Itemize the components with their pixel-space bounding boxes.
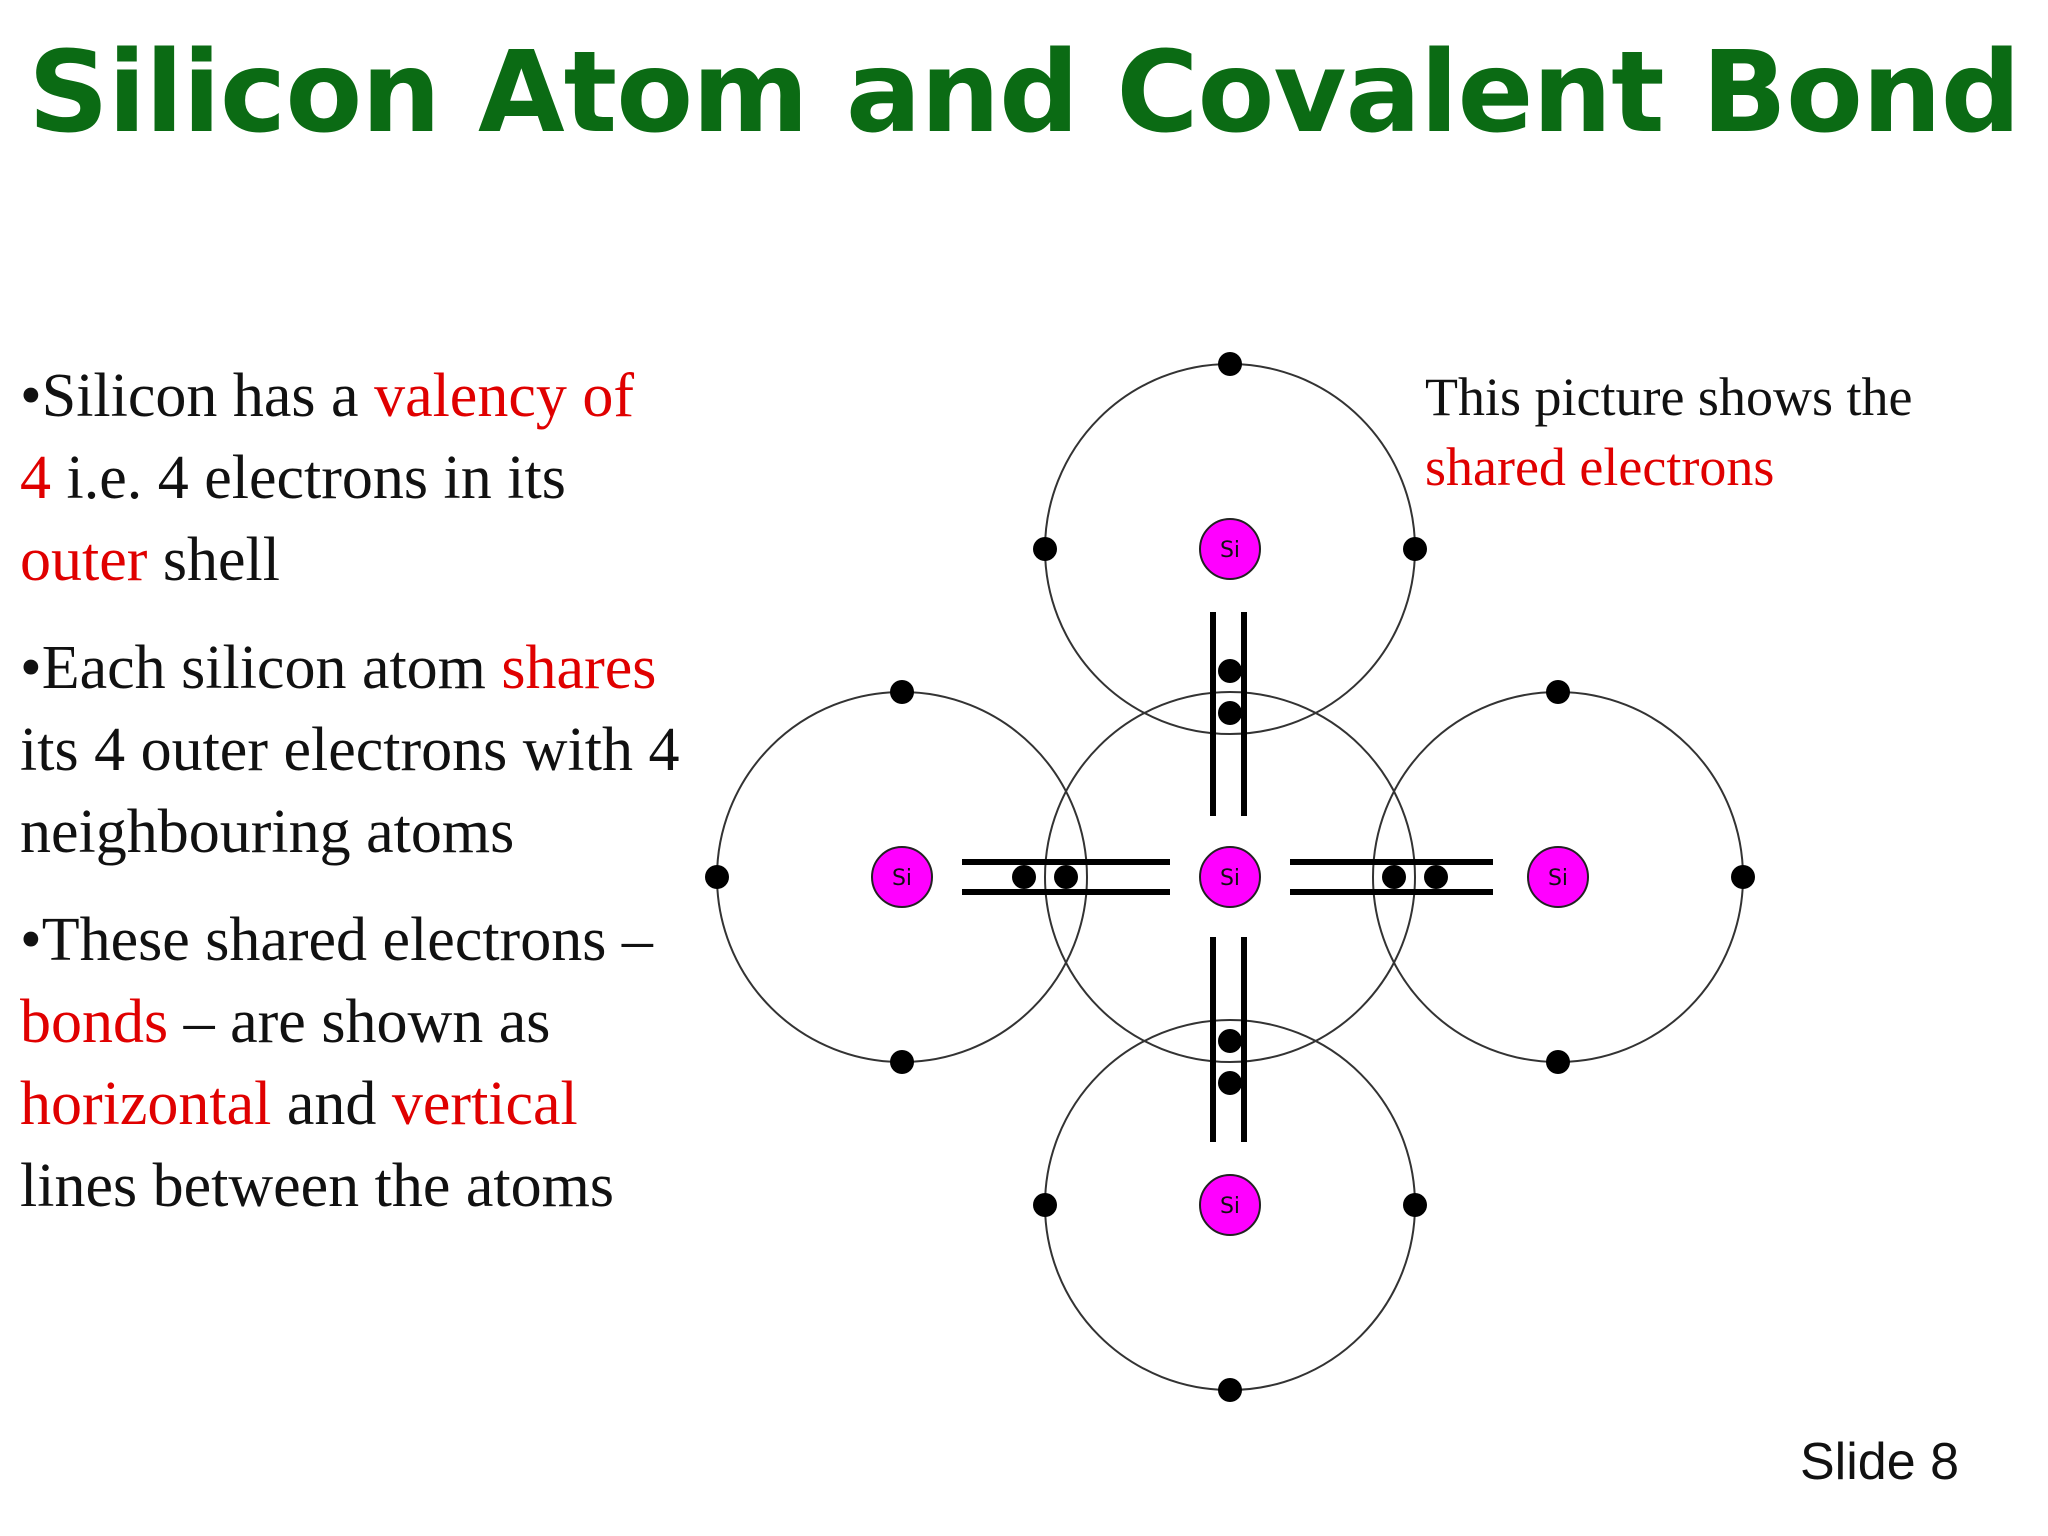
electron [1546,1050,1570,1074]
si-label: Si [1220,538,1240,563]
electron [890,680,914,704]
electron [1382,865,1406,889]
bullet-text: •Silicon has a [20,362,375,430]
electron [1218,659,1242,683]
highlight-text: shares [501,634,657,702]
bullet-text: and [271,1070,392,1138]
slide-number: Slide 8 [1800,1433,1959,1491]
bullet-item: •These shared electrons – bonds – are sh… [20,899,680,1227]
electron [1218,352,1242,376]
si-nucleus-top [1199,518,1261,580]
bullet-list: •Silicon has a valency of 4 i.e. 4 elect… [20,355,680,1253]
electron [1424,865,1448,889]
electron [1218,701,1242,725]
bullet-text: its 4 outer electrons with 4 neighbourin… [20,716,680,866]
electron [1403,1193,1427,1217]
electron [1731,865,1755,889]
highlight-text: bonds [20,988,169,1056]
highlight-text: outer [20,526,148,594]
electron [1054,865,1078,889]
si-label: Si [1220,866,1240,891]
electron [1218,1071,1242,1095]
slide-title: Silicon Atom and Covalent Bond [28,28,2021,158]
electron [1218,1029,1242,1053]
si-nucleus-left [871,846,933,908]
caption-line-2: shared electrons [1425,437,1775,497]
electron [1218,1378,1242,1402]
bullet-text: – are shown as [168,988,551,1056]
si-nucleus-center [1199,846,1261,908]
electron [1012,865,1036,889]
si-nucleus-bottom [1199,1174,1261,1236]
diagram-caption: This picture shows the shared electrons [1425,362,2025,502]
si-nucleus-right [1527,846,1589,908]
bullet-text: •These shared electrons – [20,906,653,974]
bullet-text: i.e. 4 electrons in its [51,444,566,512]
caption-line-1: This picture shows the [1425,367,1913,427]
electron [890,1050,914,1074]
highlight-text: vertical [391,1070,578,1138]
si-label: Si [892,866,912,891]
bullet-item: •Each silicon atom shares its 4 outer el… [20,627,680,873]
electron-shell-center [1044,691,1416,1063]
electron [1033,1193,1057,1217]
si-label: Si [1220,1194,1240,1219]
bullet-text: •Each silicon atom [20,634,502,702]
electron [1403,537,1427,561]
bullet-text: lines between the atoms [20,1152,614,1220]
electron [1546,680,1570,704]
bullet-item: •Silicon has a valency of 4 i.e. 4 elect… [20,355,680,601]
electron [705,865,729,889]
highlight-text: valency of 4 [20,362,634,512]
si-label: Si [1548,866,1568,891]
electron [1033,537,1057,561]
bullet-text: shell [147,526,280,594]
highlight-text: horizontal [20,1070,272,1138]
